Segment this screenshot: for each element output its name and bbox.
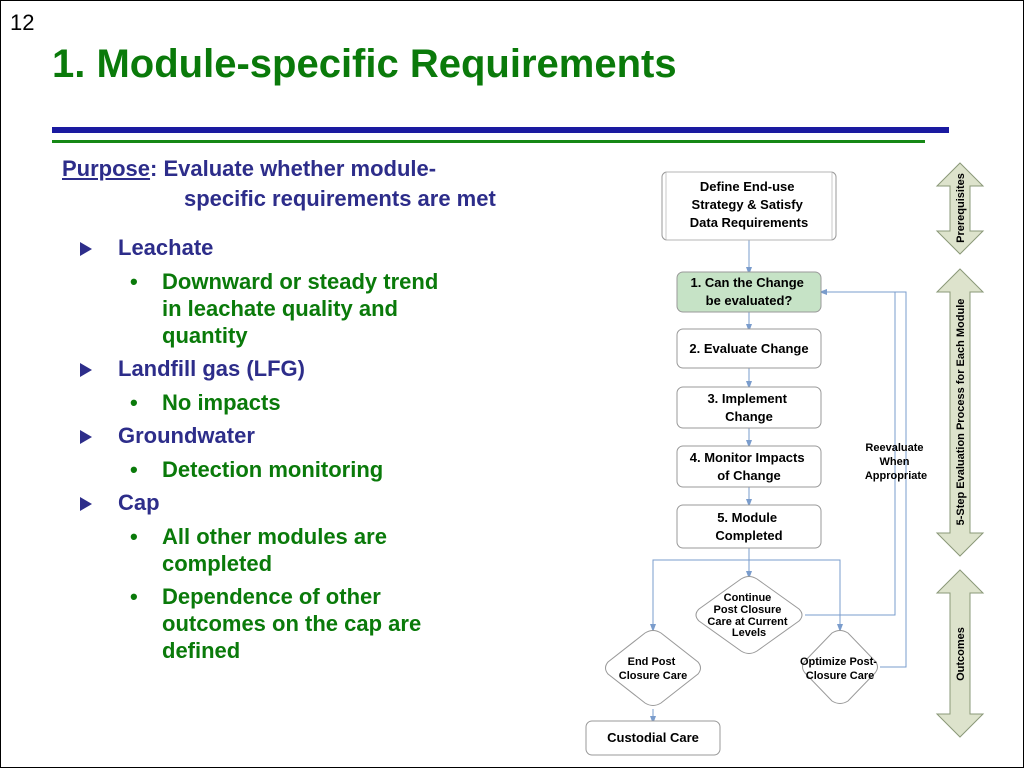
reevaluate-line-2: When [879,456,909,468]
step4-line-1: 4. Monitor Impacts [690,450,805,465]
optimize-line-1: Optimize Post- [800,656,877,668]
node-step4: 4. Monitor Impacts of Change [676,445,822,488]
svg-text:Define End-use Strategy: Define End-use Strategy & Satisfy Data R… [690,179,808,230]
node-step2-box [676,328,822,369]
bullet-dot-icon: • [130,457,138,482]
sub-bullet-leachate-trend: • Downward or steady trend in leachate q… [130,269,439,348]
node-step3: 3. Implement Change [676,386,822,429]
continue-line-4: Levels [732,627,766,639]
continue-line-2: Post Closure [714,604,782,616]
svg-text:Continue Post Closure: Continue Post Closure Care at Current Le… [707,592,790,639]
process-arrow-shape [935,268,985,557]
svg-text:Custodial Care: Custodial Care [607,730,699,745]
bullet-dot-icon: • [130,269,138,294]
continue-line-3: Care at Current [707,616,787,628]
node-step3-box [676,386,822,429]
sub-bullet-detection: • Detection monitoring [130,457,384,482]
svg-text:Optimize Post- Closure C: Optimize Post- Closure Care [800,656,880,682]
bullet-dot-icon: • [130,390,138,415]
purpose-line-2: specific requirements are met [184,186,496,211]
side-arrow-outcomes: Outcomes [935,569,985,738]
node-custodial-box [585,720,721,756]
bullet-arrow-icon [80,497,92,511]
slide-number: 12 [10,10,35,35]
step5-line-2: Completed [715,528,782,543]
reevaluate-label: Reevaluate When Appropriate [865,442,927,482]
continue-line-1: Continue [724,592,772,604]
outcomes-arrow-shape [935,569,985,738]
node-custodial: Custodial Care [585,720,721,756]
svg-text:2. Evaluate Change: 2. Evaluate Change [689,341,808,356]
node-continue: Continue Post Closure Care at Current Le… [695,576,803,654]
node-end: End Post Closure Care [605,630,701,706]
prerequisites-arrow-shape [935,162,985,255]
bullet-leachate: Leachate [80,234,520,262]
optimize-line-2: Closure Care [806,670,874,682]
side-arrow-prerequisites: Prerequisites [935,162,985,255]
node-optimize-diamond [802,630,878,704]
title-rule-green [52,140,925,143]
node-step5: 5. Module Completed [676,504,822,549]
svg-text:End Post Closure Care: End Post Closure Care [619,656,687,682]
purpose-line-1: : Evaluate whether module- [150,156,437,181]
bullet-arrow-icon [80,430,92,444]
svg-text:5. Module Completed: 5. Module Completed [715,510,782,543]
sub-bullet-dependence: • Dependence of other outcomes on the ca… [130,584,422,663]
custodial-line-1: Custodial Care [607,730,699,745]
side-arrow-process: 5-Step Evaluation Process for Each Modul… [935,268,985,557]
reevaluate-line-1: Reevaluate [865,442,923,454]
node-define-inner [665,171,833,241]
process-label: 5-Step Evaluation Process for Each Modul… [955,299,967,526]
bullet-arrow-icon [80,242,92,256]
svg-text:3. Implement Change: 3. Implement Change [707,391,790,424]
define-line-2: Strategy & Satisfy [692,197,804,212]
node-step5-box [676,504,822,549]
sub-bullet-other-modules: • All other modules are completed [130,524,387,576]
outcomes-label: Outcomes [955,627,967,681]
slide-title: 1. Module-specific Requirements [52,42,677,86]
reevaluate-line-3: Appropriate [865,470,927,482]
step3-line-2: Change [725,409,773,424]
svg-text:1. Can the Change be eva: 1. Can the Change be evaluated? [690,275,807,308]
svg-text:4. Monitor Impacts of Ch: 4. Monitor Impacts of Change [690,450,808,483]
bullet-groundwater: Groundwater [80,422,520,450]
step3-line-1: 3. Implement [707,391,787,406]
node-define: Define End-use Strategy & Satisfy Data R… [661,171,837,241]
bullet-lfg: Landfill gas (LFG) [80,355,520,383]
step5-line-1: 5. Module [717,510,777,525]
node-optimize: Optimize Post- Closure Care [800,630,880,704]
node-step1: 1. Can the Change be evaluated? [676,271,822,313]
node-continue-diamond [695,576,803,654]
bullet-list: Leachate • Downward or steady trend in l… [80,234,520,670]
node-end-diamond [605,630,701,706]
bullet-cap: Cap [80,489,520,517]
node-step4-box [676,445,822,488]
bullet-arrow-icon [80,363,92,377]
arrow-step5-to-optimize [749,559,843,632]
node-step1-box [676,271,822,313]
arrow-optimize-loop [880,291,907,668]
arrow-step5-to-end [650,548,750,632]
bullet-dot-icon: • [130,524,138,549]
prerequisites-label: Prerequisites [955,173,967,243]
purpose-label: Purpose [62,156,151,181]
node-step2: 2. Evaluate Change [676,328,822,369]
step1-line-1: 1. Can the Change [690,275,803,290]
title-rule-blue [52,127,949,133]
end-line-1: End Post [628,656,676,668]
end-line-2: Closure Care [619,670,687,682]
step1-line-2: be evaluated? [706,293,793,308]
bullet-dot-icon: • [130,584,138,609]
define-line-3: Data Requirements [690,215,808,230]
purpose-statement: Purpose: Evaluate whether module- specif… [62,154,582,214]
connector-lines [650,240,907,724]
step4-line-2: of Change [717,468,781,483]
sub-bullet-no-impacts: • No impacts [130,390,281,415]
define-line-1: Define End-use [700,179,795,194]
arrow-continue-loop [805,289,896,616]
step2-line-1: 2. Evaluate Change [689,341,808,356]
